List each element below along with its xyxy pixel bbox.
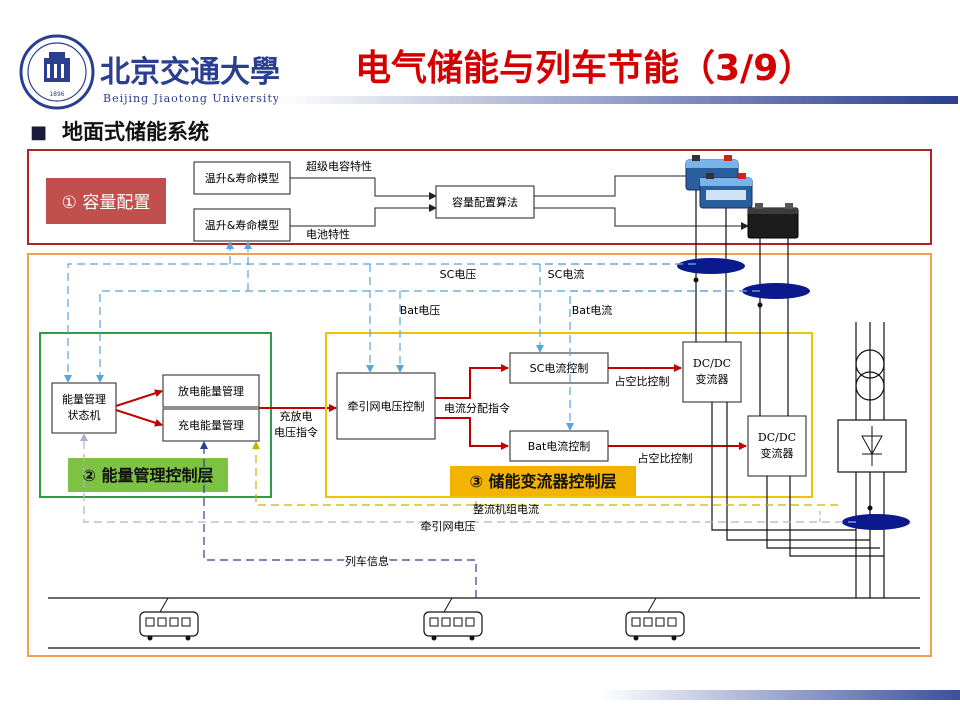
converter-control-layer [325,332,813,498]
capacity-algorithm-box [435,185,535,219]
sc-dcdc-line1: DC/DC [693,357,731,370]
capacity-panel [27,149,932,245]
sc-current-control-box [509,352,609,384]
converter-layer-badge-label: ③ 储能变流器控制层 [469,472,616,491]
bat-duty-label: 占空比控制 [638,451,693,465]
thermal-life-model-top [193,161,291,195]
discharge-management-box [162,374,260,408]
capacity-badge-label: ① 容量配置 [62,193,151,213]
signal-arrowheads [64,241,574,431]
sc-dcdc-converter [682,341,742,403]
energy-layer-badge-label: ② 能量管理控制层 [82,466,213,485]
sc-current-sensor [677,258,745,274]
train-icon [139,597,199,641]
battery-icon [747,203,799,239]
discharge-management-label: 放电能量管理 [178,384,244,398]
university-seal-logo: 1896 [19,34,95,110]
capacity-algorithm-label: 容量配置算法 [452,195,518,209]
train-info-signal [203,441,477,598]
bat-current-control-label: Bat电流控制 [528,439,591,453]
energy-layer-badge [68,458,228,492]
algorithm-to-sc-arrow [534,172,701,197]
footer-bar [600,690,960,700]
junction-dot [757,302,763,308]
traction-voltage-arrowhead [80,433,88,441]
university-name-en: Beijing Jiaotong University [103,92,280,105]
transformer-symbol [855,349,885,401]
charge-management-label: 充电能量管理 [178,418,244,432]
thermal-life-model-top-label: 温升&寿命模型 [205,171,280,185]
rectifier-current-arrowhead [252,441,260,449]
header-bar [278,96,958,104]
energy-management-layer [39,332,272,498]
to-charge-arrow [115,409,163,427]
sc-voltage-label: SC电压 [440,268,477,281]
battery-characteristic-label: 电池特性 [306,227,350,241]
sc-current-label: SC电流 [548,267,585,281]
traction-voltage-control-label: 牵引网电压控制 [348,399,425,413]
sc-characteristic-arrow [290,177,437,200]
train-icon [423,597,483,641]
train-info-label: 列车信息 [345,554,389,568]
feedback-signal-lines-blue [67,241,760,431]
voltage-command-line2: 电压指令 [274,425,318,439]
bat-dcdc-line2: 变流器 [761,446,794,460]
thermal-life-model-bottom [193,208,291,242]
voltage-command-line1: 充放电 [280,409,313,423]
charge-management-box [162,408,260,442]
converter-layer-badge [450,466,636,496]
seal-year: 1896 [49,91,64,98]
sc-current-control-label: SC电流控制 [530,361,589,375]
slide-title: 电气储能与列车节能（3/9） [355,48,814,89]
rectifier-current-signal [255,441,838,506]
junction-dot [693,277,699,283]
rectifier-symbol [837,419,907,473]
bat-current-sensor [742,283,810,299]
to-discharge-arrow [115,389,163,407]
section-heading: 地面式储能系统 [62,120,209,144]
to-sc-current-arrow [435,364,509,399]
traction-voltage-signal [83,433,856,523]
state-machine-line1: 能量管理 [62,392,106,406]
bat-dcdc-converter [747,415,807,477]
capacity-badge [46,178,166,224]
bat-current-label: Bat电流 [572,303,613,317]
system-panel [27,253,932,657]
sc-dcdc-line2: 变流器 [696,372,729,386]
traction-voltage-label: 牵引网电压 [421,519,476,533]
thermal-life-model-bottom-label: 温升&寿命模型 [205,218,280,232]
sc-characteristic-label: 超级电容特性 [306,159,372,173]
traction-voltage-control-box [336,372,436,440]
bat-voltage-label: Bat电压 [400,304,441,317]
supercapacitor-icon [685,155,753,209]
sc-duty-label: 占空比控制 [615,374,670,388]
algorithm-to-battery-arrow [534,207,749,230]
state-machine-line2: 状态机 [68,408,101,422]
section-bullet: ■ [30,122,47,143]
state-machine-box [51,382,117,434]
university-name-cn: 北京交通大學 [100,55,280,90]
rectifier-current-label: 整流机组电流 [473,502,539,516]
to-bat-current-arrow [435,417,509,450]
train-info-arrowhead [200,441,208,449]
current-command-label: 电流分配指令 [444,401,510,415]
junction-dot [867,505,873,511]
bat-dcdc-line1: DC/DC [758,431,796,444]
train-icon [625,597,685,641]
rectifier-current-sensor [842,514,910,530]
battery-characteristic-arrow [290,204,437,227]
